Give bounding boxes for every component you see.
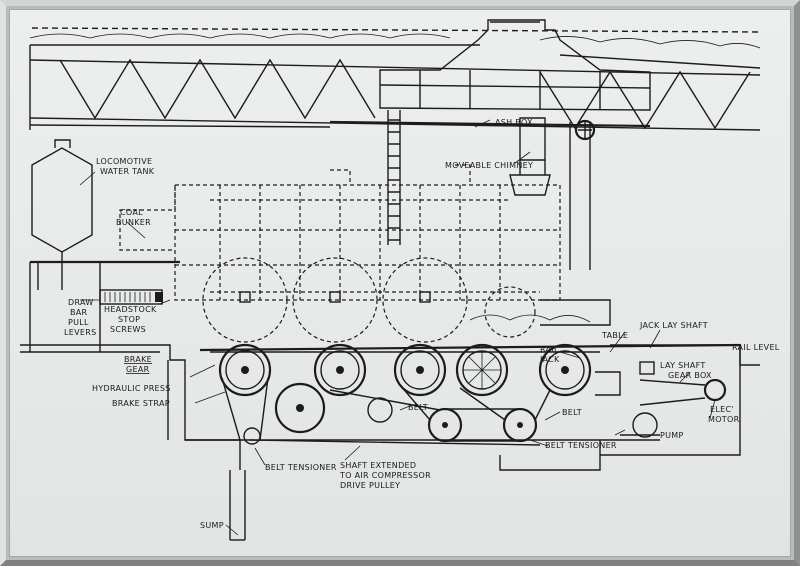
draw-bar-assembly bbox=[99, 289, 163, 305]
label-rail-jack-2: JACK bbox=[539, 355, 560, 364]
label-brake-strap: BRAKE STRAP bbox=[112, 399, 170, 408]
label-belt-2: BELT bbox=[562, 408, 582, 417]
label-belt-tensioner-left: BELT TENSIONER bbox=[265, 463, 337, 472]
label-hydraulic-press: HYDRAULIC PRESS bbox=[92, 384, 171, 393]
label-rail-level: RAIL LEVEL bbox=[732, 343, 780, 352]
leader-lines bbox=[79, 119, 716, 536]
label-draw-bar-1: DRAW bbox=[68, 298, 94, 307]
label-draw-bar-3: PULL bbox=[68, 318, 89, 327]
label-lay-shaft-gear-box-1: LAY SHAFT bbox=[660, 361, 706, 370]
label-draw-bar-4: LEVERS bbox=[64, 328, 96, 337]
label-coal-bunker-2: BUNKER bbox=[116, 218, 151, 227]
roof-truss bbox=[29, 27, 761, 131]
label-rail-jack-1: RAIL bbox=[540, 345, 559, 354]
label-locomotive-water-tank-2: WATER TANK bbox=[100, 167, 155, 176]
label-brake-gear-2: GEAR bbox=[126, 365, 150, 374]
label-shaft-1: SHAFT EXTENDED bbox=[340, 461, 416, 470]
water-tank bbox=[29, 139, 180, 352]
label-headstock-2: STOP bbox=[118, 315, 140, 324]
label-elec-motor-2: MOTOR bbox=[708, 415, 740, 424]
label-jack-lay-shaft: JACK LAY SHAFT bbox=[639, 321, 708, 330]
roller-wheels bbox=[210, 343, 600, 397]
diagram-labels: ASH BOX MOVEABLE CHIMNEY LOCOMOTIVE WATE… bbox=[64, 118, 780, 530]
label-belt-tensioner-right: BELT TENSIONER bbox=[545, 441, 617, 450]
label-pump: PUMP bbox=[660, 431, 684, 440]
label-headstock-1: HEADSTOCK bbox=[104, 305, 157, 314]
label-coal-bunker-1: COAL bbox=[120, 208, 143, 217]
label-headstock-3: SCREWS bbox=[110, 325, 146, 334]
label-brake-gear-1: BRAKE bbox=[124, 355, 152, 364]
label-sump: SUMP bbox=[200, 521, 224, 530]
label-lay-shaft-gear-box-2: GEAR BOX bbox=[668, 371, 712, 380]
label-shaft-2: TO AIR COMPRESSOR bbox=[339, 471, 431, 480]
label-shaft-3: DRIVE PULLEY bbox=[340, 481, 400, 490]
label-locomotive-water-tank-1: LOCOMOTIVE bbox=[96, 157, 152, 166]
label-table: TABLE bbox=[601, 331, 628, 340]
access-ladder bbox=[387, 110, 401, 245]
label-belt-1: BELT bbox=[408, 403, 428, 412]
label-elec-motor-1: ELEC' bbox=[710, 405, 734, 414]
drive-belts bbox=[221, 361, 727, 446]
drawing-sheet bbox=[10, 10, 790, 556]
label-moveable-chimney: MOVEABLE CHIMNEY bbox=[445, 161, 533, 170]
smoke-hood bbox=[329, 19, 651, 270]
label-draw-bar-2: BAR bbox=[70, 308, 88, 317]
locomotive-outline bbox=[119, 164, 611, 343]
label-ash-box: ASH BOX bbox=[495, 118, 533, 127]
